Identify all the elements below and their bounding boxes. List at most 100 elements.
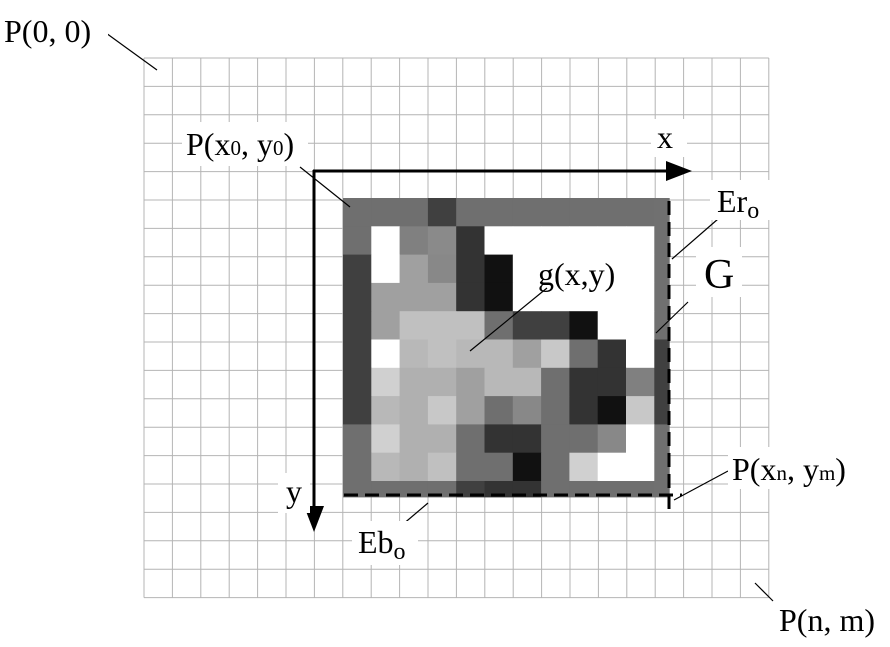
image-pixel xyxy=(343,226,372,255)
image-pixel xyxy=(456,452,485,482)
image-pixel xyxy=(512,367,542,397)
image-pixel xyxy=(484,282,514,312)
image-pixel xyxy=(371,396,400,425)
image-pixel xyxy=(399,367,429,397)
image-pixel xyxy=(343,481,372,498)
image-pixel xyxy=(456,198,485,227)
image-pixel xyxy=(597,282,627,312)
image-pixel xyxy=(371,311,400,340)
image-pixel xyxy=(399,254,429,284)
image-pixel xyxy=(626,198,655,227)
leader-line-er xyxy=(671,218,719,260)
image-pixel xyxy=(569,339,599,369)
label-axis-y: y xyxy=(286,473,302,509)
image-pixel xyxy=(626,339,655,369)
image-pixel xyxy=(541,282,570,312)
image-pixel xyxy=(569,198,599,227)
label-start-mid: , y xyxy=(241,126,273,162)
image-pixel xyxy=(399,452,429,482)
label-g-region: G xyxy=(704,252,734,298)
label-start-sub2: 0 xyxy=(273,136,284,160)
leader-line-origin xyxy=(105,32,158,71)
image-pixel xyxy=(569,452,599,482)
label-origin: P(0, 0) xyxy=(4,13,91,49)
image-pixel xyxy=(654,339,670,369)
image-pixel xyxy=(654,396,670,425)
image-pixel xyxy=(371,198,400,227)
image-pixel xyxy=(399,226,429,255)
image-pixel xyxy=(371,452,400,482)
image-pixel xyxy=(371,282,400,312)
image-pixel xyxy=(597,198,627,227)
image-pixel xyxy=(569,424,599,454)
label-start-point: P(x0, y0) xyxy=(186,126,294,162)
image-pixel xyxy=(399,282,429,312)
image-pixel xyxy=(512,452,542,482)
image-pixel xyxy=(597,481,627,498)
label-er-sub: o xyxy=(747,198,759,224)
image-pixel xyxy=(343,452,372,482)
image-pixel xyxy=(541,226,570,255)
image-pixel xyxy=(371,254,400,284)
image-pixel xyxy=(484,226,514,255)
image-pixel xyxy=(597,339,627,369)
image-pixel xyxy=(343,367,372,397)
image-pixel xyxy=(626,367,655,397)
image-pixel xyxy=(597,254,627,284)
image-pixel xyxy=(456,311,485,340)
image-pixel xyxy=(456,424,485,454)
image-region-pixels xyxy=(343,198,670,498)
image-pixel xyxy=(597,396,627,425)
image-pixel xyxy=(484,198,514,227)
image-pixel xyxy=(399,311,429,340)
image-pixel xyxy=(427,424,457,454)
leader-line-corner xyxy=(754,582,774,602)
image-pixel xyxy=(343,254,372,284)
image-pixel xyxy=(484,367,514,397)
label-start-base: P(x xyxy=(186,126,230,162)
label-end-point: P(xn, ym) xyxy=(732,451,846,487)
image-pixel xyxy=(597,367,627,397)
label-end-sub2: m xyxy=(819,461,835,485)
image-pixel xyxy=(654,481,670,498)
image-pixel xyxy=(569,226,599,255)
image-pixel xyxy=(427,396,457,425)
image-pixel xyxy=(654,311,670,340)
image-pixel xyxy=(654,424,670,454)
label-end-end: ) xyxy=(835,451,846,487)
image-pixel xyxy=(371,424,400,454)
image-pixel xyxy=(597,311,627,340)
image-pixel xyxy=(597,226,627,255)
image-pixel xyxy=(343,396,372,425)
image-pixel xyxy=(569,311,599,340)
image-pixel xyxy=(512,481,542,498)
label-end-base: P(x xyxy=(732,451,776,487)
image-pixel xyxy=(371,367,400,397)
image-pixel xyxy=(456,396,485,425)
image-pixel xyxy=(541,396,570,425)
image-pixel xyxy=(399,424,429,454)
image-pixel xyxy=(427,282,457,312)
label-start-end: ) xyxy=(283,126,294,162)
image-pixel xyxy=(456,367,485,397)
image-pixel xyxy=(569,367,599,397)
image-pixel xyxy=(626,282,655,312)
image-pixel xyxy=(484,424,514,454)
label-end-mid: , y xyxy=(787,451,819,487)
image-pixel xyxy=(512,424,542,454)
image-pixel xyxy=(456,339,485,369)
image-pixel xyxy=(399,396,429,425)
image-pixel xyxy=(343,282,372,312)
label-eb-sub: o xyxy=(394,539,406,565)
label-er-base: Er xyxy=(717,183,748,219)
image-pixel xyxy=(427,198,457,227)
image-pixel xyxy=(569,282,599,312)
image-pixel xyxy=(343,198,372,227)
image-pixel xyxy=(456,282,485,312)
image-pixel xyxy=(626,311,655,340)
image-pixel xyxy=(427,367,457,397)
image-pixel xyxy=(512,254,542,284)
image-pixel xyxy=(343,311,372,340)
image-pixel xyxy=(456,226,485,255)
